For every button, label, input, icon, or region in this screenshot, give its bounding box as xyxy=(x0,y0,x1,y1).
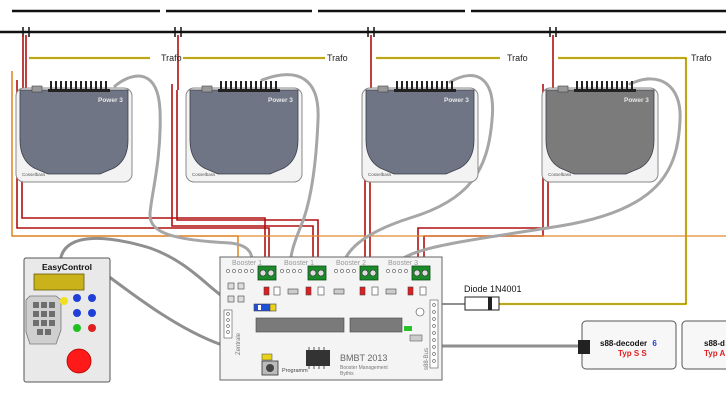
booster-label: Booster 1 xyxy=(232,260,262,267)
ic-strip xyxy=(255,317,345,333)
power-unit: Power 3 Cosselbass xyxy=(361,81,479,183)
trafo-labels: Trafo Trafo Trafo Trafo xyxy=(161,53,712,63)
power-unit-brand: Cosselbass xyxy=(192,172,216,177)
trafo-label: Trafo xyxy=(507,53,528,63)
screw-terminals xyxy=(257,265,431,281)
diode: Diode 1N4001 xyxy=(464,284,522,311)
green-button xyxy=(73,324,81,332)
power-unit-panel xyxy=(545,89,655,175)
pin-strip xyxy=(218,81,280,92)
power-unit-panel xyxy=(19,89,129,175)
easycontrol-unit: EasyControl xyxy=(23,257,111,383)
controller-display xyxy=(33,273,85,291)
pin-strip xyxy=(48,81,110,92)
track xyxy=(0,9,726,37)
zentrale-label: Zentrale xyxy=(236,332,242,355)
s88-bus-label: s88-Bus xyxy=(424,348,430,370)
s88-decoder: s88-decoder 6 Typ S S xyxy=(578,320,677,370)
booster-label: Booster 2 xyxy=(336,260,366,267)
booster-label: Booster 3 xyxy=(388,260,418,267)
blue-button xyxy=(88,294,96,302)
board-name: BMBT 2013 xyxy=(340,353,387,363)
s88-decoders: s88-decoder 6 Typ S S s88-d Typ A xyxy=(578,320,726,370)
blue-button xyxy=(73,294,81,302)
s88-decoder: s88-d Typ A xyxy=(681,320,726,370)
easycontrol-title: EasyControl xyxy=(42,262,92,272)
trafo-label: Trafo xyxy=(327,53,348,63)
power-unit-label: Power 3 xyxy=(444,97,469,104)
board-subtitle: Bythis xyxy=(340,371,354,377)
power-unit-panel xyxy=(189,89,299,175)
trafo-label: Trafo xyxy=(691,53,712,63)
power-unit: Power 3 Cosselbass xyxy=(541,81,659,183)
keypad xyxy=(25,295,62,345)
power-unit-panel xyxy=(365,89,475,175)
decoder-type: Typ S S xyxy=(618,349,647,358)
power-unit: Power 3 Cosselbass xyxy=(15,81,133,183)
red-button xyxy=(88,324,96,332)
power-unit-brand: Cosselbass xyxy=(22,172,46,177)
decoder-name: s88-d xyxy=(704,339,725,348)
program-label: Programm xyxy=(282,368,308,374)
blue-button xyxy=(88,309,96,317)
booster-management-board: Booster 1 Booster 1 Booster 2 Booster 3 xyxy=(219,256,443,381)
power-unit-brand: Cosselbass xyxy=(548,172,572,177)
power-unit-brand: Cosselbass xyxy=(368,172,392,177)
trafo-label: Trafo xyxy=(161,53,182,63)
decoder-suffix: 6 xyxy=(652,339,657,348)
diode-label: Diode 1N4001 xyxy=(464,284,522,294)
svg-text:s88-decoder 6: s88-decoder 6 xyxy=(600,339,657,348)
speed-knob xyxy=(66,348,92,374)
pin-strip xyxy=(394,81,456,92)
power-unit-label: Power 3 xyxy=(268,97,293,104)
blue-button xyxy=(73,309,81,317)
chip xyxy=(306,350,330,366)
yellow-button xyxy=(60,297,68,305)
power-unit-label: Power 3 xyxy=(98,97,123,104)
pin-strip xyxy=(574,81,636,92)
decoder-type: Typ A xyxy=(704,349,726,358)
ic-strip xyxy=(349,317,403,333)
decoder-name: s88-decoder xyxy=(600,339,647,348)
board-subtitle: Booster Management xyxy=(340,365,388,371)
booster-label: Booster 1 xyxy=(284,260,314,267)
power-unit-label: Power 3 xyxy=(624,97,649,104)
power-unit: Power 3 Cosselbass xyxy=(185,81,303,183)
